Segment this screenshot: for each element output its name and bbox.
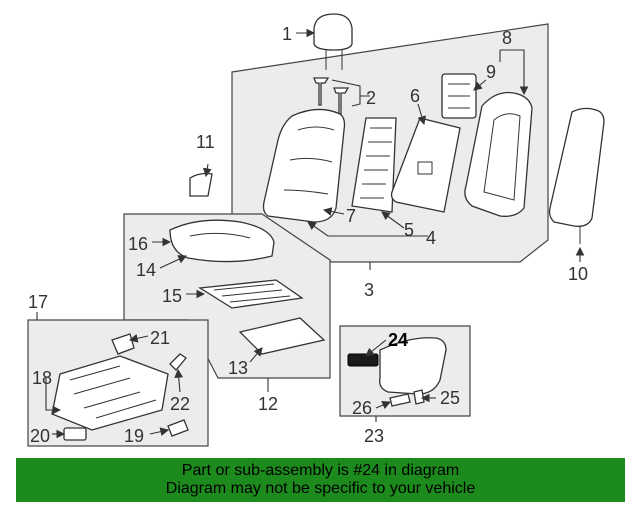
callout-19: 19	[124, 426, 144, 446]
callout-15: 15	[162, 286, 182, 306]
callout-16: 16	[128, 234, 148, 254]
part-notice-banner: Part or sub-assembly is #24 in diagram D…	[16, 458, 625, 502]
callout-13: 13	[228, 358, 248, 378]
callout-2: 2	[366, 88, 376, 108]
seat-back-heater-part	[351, 117, 397, 213]
cushion-heater-part	[198, 279, 304, 309]
cushion-pad-part	[238, 317, 326, 355]
seat-switch-part	[347, 337, 447, 395]
callout-7: 7	[346, 206, 356, 226]
callout-8: 8	[502, 28, 512, 48]
callout-3: 3	[364, 280, 374, 300]
seat-track-part	[51, 355, 169, 431]
bracket-22-part	[169, 353, 187, 371]
bracket-19-part	[167, 419, 189, 437]
banner-line-1: Part or sub-assembly is #24 in diagram	[181, 462, 460, 479]
seat-back-cover-part	[262, 108, 346, 223]
banner-line-2: Diagram may not be specific to your vehi…	[165, 480, 476, 497]
callout-26: 26	[352, 398, 372, 418]
callout-25: 25	[440, 388, 460, 408]
callout-1: 1	[282, 24, 292, 44]
headrest-part	[313, 13, 353, 70]
callout-10: 10	[568, 264, 588, 284]
callout-24: 24	[388, 330, 408, 350]
callout-12: 12	[258, 394, 278, 414]
leader-lines	[36, 28, 585, 439]
bracket-20-part	[63, 427, 87, 441]
callout-22: 22	[170, 394, 190, 414]
seat-back-pad-part	[390, 117, 461, 213]
callout-5: 5	[404, 220, 414, 240]
callout-17: 17	[28, 292, 48, 312]
callout-21: 21	[150, 328, 170, 348]
callout-23: 23	[364, 426, 384, 446]
switch-knob-26-part	[389, 393, 411, 407]
seat-back-board-part	[548, 107, 605, 244]
cushion-cover-part	[169, 219, 275, 263]
parts-diagram: 1 2 3 4 5 6 7 8 9 10 11 12 13 14 15 16 1…	[27, 13, 605, 447]
callout-20: 20	[30, 426, 50, 446]
callout-11: 11	[196, 132, 215, 152]
callout-18: 18	[32, 368, 52, 388]
callout-9: 9	[486, 62, 496, 82]
side-trim-part	[189, 172, 213, 197]
callout-4: 4	[426, 228, 436, 248]
lumbar-support-part	[441, 73, 477, 119]
seat-back-frame-part	[464, 91, 533, 217]
bracket-21-part	[111, 333, 135, 355]
callout-6: 6	[410, 86, 420, 106]
switch-knob-25-part	[413, 389, 425, 405]
callout-14: 14	[136, 260, 156, 280]
